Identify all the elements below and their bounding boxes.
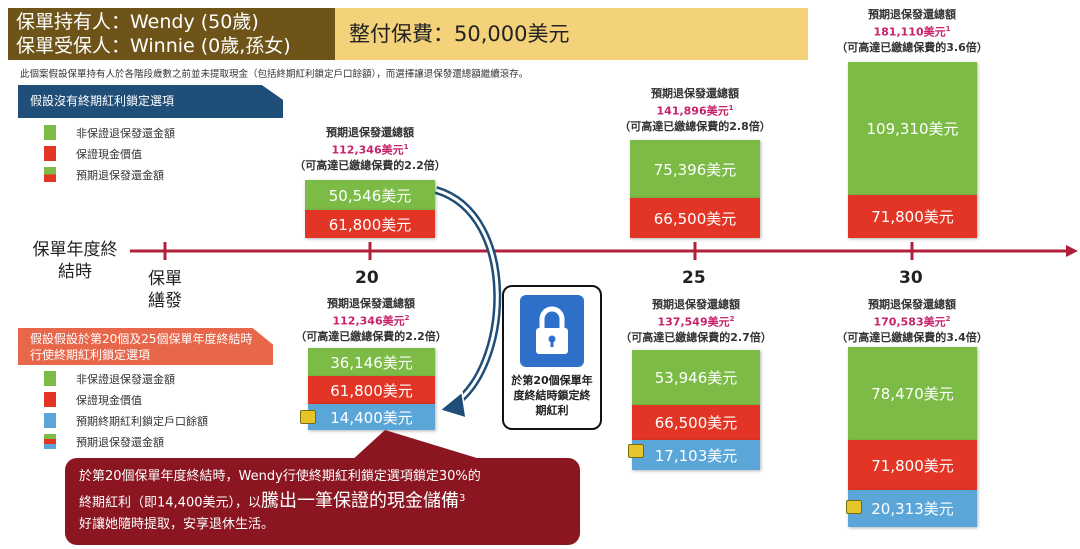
bottom-25-blue-bar: 17,103美元 [632,440,760,470]
legend-label: 預期退保發還金額 [76,168,164,182]
legend-label: 預期終期紅利鎖定戶口餘額 [76,414,208,428]
bottom-25-green-bar: 53,946美元 [632,350,760,405]
tick-20: 20 [355,268,379,288]
legend-swatch-red [44,392,56,407]
callout-line: 於第20個保單年度終結時，Wendy行使終期紅利鎖定選項鎖定30%的 [79,469,481,484]
scenario2-title: 假設假設於第20個及25個保單年度終結時行使終期紅利鎖定選項 [18,328,273,365]
legend-swatch-combo [44,434,56,449]
callout-pointer [350,430,490,462]
top-25-green-bar: 75,396美元 [630,140,760,198]
padlock-icon [846,500,862,514]
top-30-red-bar: 71,800美元 [848,195,977,238]
axis-label: 保單年度終結時 [32,240,118,282]
insured-label: 保單受保人：Winnie (0歲,孫女) [16,35,291,57]
callout: 於第20個保單年度終結時，Wendy行使終期紅利鎖定選項鎖定30%的 終期紅利（… [65,458,580,545]
top-20-red-bar: 61,800美元 [305,210,435,238]
policy-info: 保單持有人：Wendy (50歲)保單受保人：Winnie (0歲,孫女) [8,8,335,60]
top-25-red-bar: 66,500美元 [630,198,760,238]
legend-swatch-green [44,125,56,140]
top-20-green-bar: 50,546美元 [305,180,435,210]
legend-label: 保證現金價值 [76,147,142,161]
legend-label: 非保證退保發還金額 [76,372,175,386]
bottom-20-red-bar: 61,800美元 [308,376,435,404]
assumption-note: 此個案假設保單持有人於各階段歲數之前並未提取現金（包括終期紅利鎖定戶口餘額），而… [20,69,529,80]
lock-text: 於第20個保單年度終結時鎖定終期紅利 [511,374,593,417]
padlock-icon [300,410,316,424]
axis-start-label: 保單繕發 [148,269,182,311]
lock-icon [520,295,584,367]
legend-label: 預期退保發還金額 [76,435,164,449]
top-30-green-bar: 109,310美元 [848,62,977,195]
bottom-20-green-bar: 36,146美元 [308,348,435,376]
bottom-30-red-bar: 71,800美元 [848,440,977,490]
premium-label: 整付保費：50,000美元 [335,8,808,60]
callout-line: 終期紅利（即14,400美元），以騰出一筆保證的現金儲備3 [79,490,466,512]
lock-box: 於第20個保單年度終結時鎖定終期紅利 [502,285,602,430]
scenario1-title: 假設沒有終期紅利鎖定選項 [18,85,283,118]
padlock-icon [628,444,644,458]
legend-swatch-green [44,371,56,386]
owner-label: 保單持有人：Wendy (50歲) [16,11,259,33]
callout-line: 好讓她隨時提取，安享退休生活。 [79,517,275,533]
bottom-25-red-bar: 66,500美元 [632,405,760,440]
bottom-30-blue-bar: 20,313美元 [848,490,977,527]
legend-2: 非保證退保發還金額 保證現金價值 預期終期紅利鎖定戶口餘額 預期退保發還金額 [44,368,208,452]
legend-1: 非保證退保發還金額 保證現金價值 預期退保發還金額 [44,122,175,185]
tick-30: 30 [899,268,923,288]
legend-swatch-red [44,146,56,161]
legend-label: 保證現金價值 [76,393,142,407]
bottom-20-blue-bar: 14,400美元 [308,404,435,430]
tick-25: 25 [682,268,706,288]
legend-swatch-blue [44,413,56,428]
bottom-30-green-bar: 78,470美元 [848,347,977,440]
legend-label: 非保證退保發還金額 [76,126,175,140]
legend-swatch-combo [44,167,56,182]
